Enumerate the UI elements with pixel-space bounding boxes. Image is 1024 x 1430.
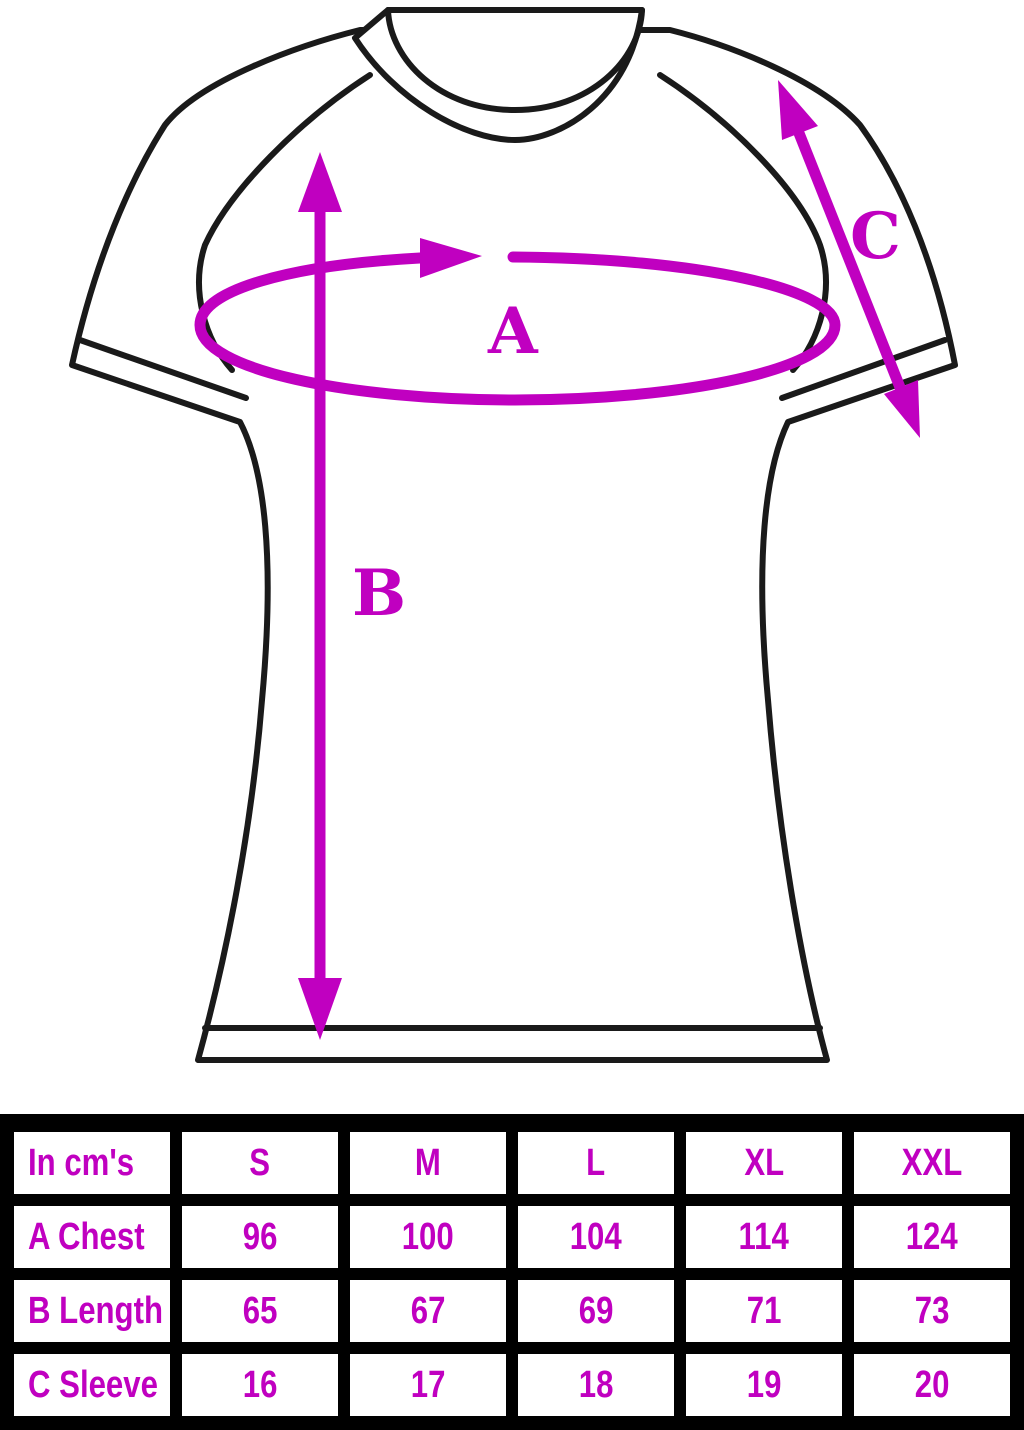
value-cell: 114 [680,1200,848,1274]
length-label: B [352,556,406,631]
size-table-body: In cm's S M L XL XXL A Chest 96 100 104 … [8,1126,1016,1422]
header-cell-xl: XL [680,1126,848,1200]
chest-s: 96 [242,1215,278,1258]
chest-l: 104 [570,1215,622,1258]
sleeve-arrowhead-top [778,80,818,140]
header-size-s: S [249,1141,271,1184]
neck-inner [385,7,645,113]
header-size-xl: XL [744,1141,784,1184]
size-chart: In cm's S M L XL XXL A Chest 96 100 104 … [0,1114,1024,1430]
length-xxl: 73 [914,1289,950,1332]
row-label-length: B Length [28,1289,164,1332]
value-cell: 18 [512,1348,680,1422]
value-cell: 71 [680,1274,848,1348]
sleeve-cuff-left [77,337,249,401]
value-cell: 19 [680,1348,848,1422]
size-table-header-row: In cm's S M L XL XXL [8,1126,1016,1200]
raglan-seam-left [196,72,373,373]
header-cell-xxl: XXL [848,1126,1016,1200]
tshirt-outline [69,7,958,1063]
sleeve-cuff-right [779,337,948,401]
length-s: 65 [242,1289,278,1332]
chest-ellipse [194,251,841,406]
sleeve-arrowhead-bottom [884,380,920,438]
header-label: In cm's [28,1141,135,1184]
length-l: 69 [578,1289,614,1332]
chest-m: 100 [402,1215,454,1258]
header-cell-l: L [512,1126,680,1200]
measurement-chest: A [194,238,841,406]
value-cell: 16 [176,1348,344,1422]
value-cell: 20 [848,1348,1016,1422]
header-cell-m: M [344,1126,512,1200]
size-table-row-sleeve: C Sleeve 16 17 18 19 20 [8,1348,1016,1422]
size-table: In cm's S M L XL XXL A Chest 96 100 104 … [8,1126,1016,1422]
value-cell: 73 [848,1274,1016,1348]
header-cell-s: S [176,1126,344,1200]
value-cell: 65 [176,1274,344,1348]
value-cell: 96 [176,1200,344,1274]
row-label-cell: C Sleeve [8,1348,176,1422]
sleeve-xl: 19 [746,1363,782,1406]
header-size-m: M [415,1141,441,1184]
neck-band [352,7,645,143]
sleeve-label: C [850,199,901,274]
value-cell: 17 [344,1348,512,1422]
row-label-cell: A Chest [8,1200,176,1274]
sleeve-m: 17 [410,1363,446,1406]
value-cell: 124 [848,1200,1016,1274]
header-size-l: L [586,1141,606,1184]
chest-label: A [487,294,539,369]
chest-arrowhead [420,238,482,278]
value-cell: 100 [344,1200,512,1274]
row-label-sleeve: C Sleeve [28,1363,158,1406]
row-label-chest: A Chest [28,1215,145,1258]
size-table-row-chest: A Chest 96 100 104 114 124 [8,1200,1016,1274]
header-size-xxl: XXL [901,1141,963,1184]
value-cell: 69 [512,1274,680,1348]
length-xl: 71 [746,1289,782,1332]
sleeve-xxl: 20 [914,1363,950,1406]
sleeve-line [787,115,911,403]
sleeve-l: 18 [578,1363,614,1406]
sleeve-s: 16 [242,1363,278,1406]
header-cell-units: In cm's [8,1126,176,1200]
value-cell: 104 [512,1200,680,1274]
raglan-seam-right [657,72,829,373]
length-arrowhead-bottom [298,978,342,1040]
row-label-cell: B Length [8,1274,176,1348]
size-table-row-length: B Length 65 67 69 71 73 [8,1274,1016,1348]
measurement-sleeve: C [778,80,920,438]
measurement-length: B [298,152,406,1040]
chest-xl: 114 [738,1215,790,1258]
length-arrowhead-top [298,152,342,212]
tshirt-body [69,27,958,1063]
chest-xxl: 124 [906,1215,958,1258]
length-m: 67 [410,1289,446,1332]
value-cell: 67 [344,1274,512,1348]
tshirt-measurement-diagram: A B C [69,7,958,1063]
